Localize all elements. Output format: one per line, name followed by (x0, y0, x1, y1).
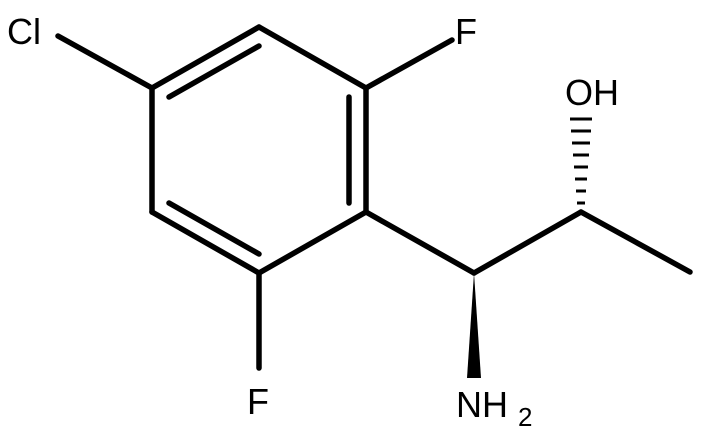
bond-ring-c4-c5 (256, 209, 369, 276)
bond-ring-double-inner-1 (166, 43, 262, 100)
atom-label-oh: OH (565, 72, 619, 113)
bond-c-f-top (363, 37, 455, 91)
bond-cb-ch3 (578, 209, 693, 275)
atom-label-f-bottom: F (247, 381, 269, 422)
hash-bond-oh (570, 117, 592, 205)
bond-ring-c1-c2 (149, 24, 262, 91)
atom-label-nh2-subscript: 2 (518, 402, 532, 432)
atom-label-cl: Cl (7, 11, 41, 52)
atom-label-f-top: F (455, 11, 477, 52)
bond-ring-double-inner-3 (166, 200, 262, 257)
bond-ca-cb (471, 209, 584, 276)
bond-ring-c2-c3 (256, 24, 369, 91)
wedge-bond-nh2 (467, 273, 481, 378)
atom-label-nh: NH (456, 384, 508, 425)
bond-ring-c5-c6 (149, 209, 262, 276)
bond-c-cl (55, 33, 155, 91)
bond-ring-ca (363, 209, 477, 276)
